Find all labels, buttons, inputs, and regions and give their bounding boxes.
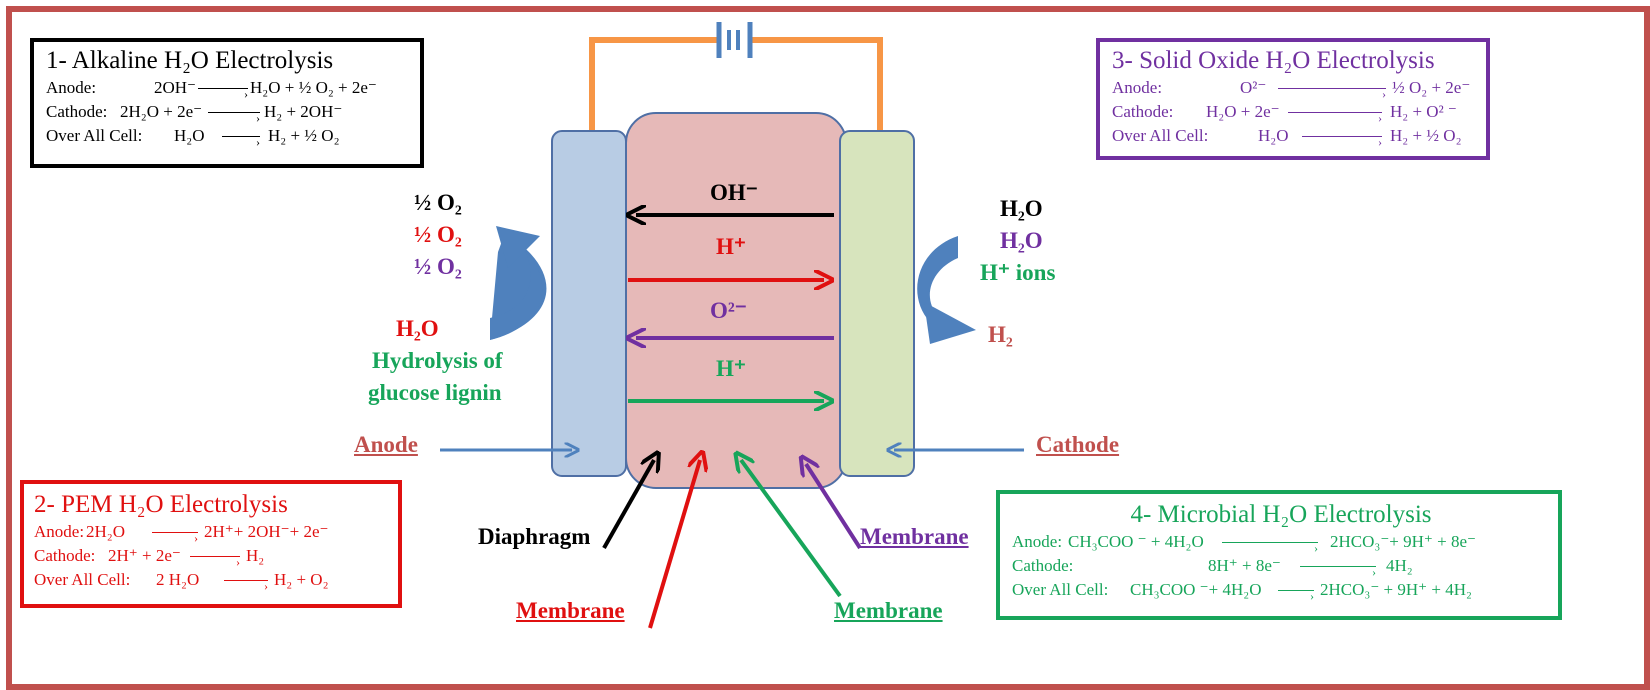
solid-oxide-cathode-rhs: H₂ + O² ⁻ [1390,102,1457,121]
pem-cathode-label: Cathode: [34,546,96,565]
oh-ion-label: OH⁻ [710,180,758,205]
microbial-anode-lhs: CH₃COO ⁻ + 4H₂O [1068,532,1204,551]
solid-oxide-electrolysis-box: 3- Solid Oxide H₂O Electrolysis Anode: O… [1096,38,1490,160]
microbial-anode-label: Anode: [1012,532,1063,551]
membrane-purple-label: Membrane [860,524,969,549]
cathode-electrode [839,130,915,477]
hydrolysis-line2: glucose lignin [368,380,502,405]
microbial-cathode-label: Cathode: [1012,556,1074,575]
diaphragm-pointer-arrow [602,460,654,549]
solid-oxide-overall-row: Over All Cell: H₂O › H₂ + ½ O₂ [1112,126,1462,149]
pem-overall-row: Over All Cell: 2 H₂O › H₂ + O₂ [34,570,329,593]
h-ion-label-red: H⁺ [716,234,747,259]
microbial-overall-row: Over All Cell: CH₃COO ⁻+ 4H₂O › 2HCO₃⁻ +… [1012,580,1472,603]
pem-cathode-row: Cathode: 2H⁺ + 2e⁻ › H₂ [34,546,265,569]
cathode-arrow-head [924,302,976,344]
h2o-feed-black: H₂O [1000,196,1043,221]
pem-title: 2- PEM H₂O Electrolysis [34,491,288,518]
solid-oxide-cathode-row: Cathode: H₂O + 2e⁻ › H₂ + O² ⁻ [1112,102,1457,125]
solid-oxide-cathode-lhs: H₂O + 2e⁻ [1206,102,1280,121]
anode-label: Anode [354,432,418,457]
o2-product-black: ½ O₂ [414,190,462,215]
h2o-feed-purple: H₂O [1000,228,1043,253]
membrane-red-pointer-arrow [648,460,700,629]
microbial-electrolysis-box: 4- Microbial H₂O Electrolysis Anode: CH₃… [996,490,1562,620]
membrane-green-label: Membrane [834,598,943,623]
pem-cathode-rhs: H₂ [246,546,265,565]
alkaline-anode-lhs: 2OH⁻ [154,78,197,97]
solid-oxide-anode-lhs: O²⁻ [1240,78,1267,97]
o2-product-purple: ½ O₂ [414,254,462,279]
h-ion-label-green: H⁺ [716,356,747,381]
membrane-purple-pointer-arrow [806,464,862,550]
pem-anode-row: Anode: 2H₂O › 2H⁺+ 2OH⁻+ 2e⁻ [34,522,329,545]
anode-electrode [551,130,627,477]
alkaline-overall-label: Over All Cell: [46,126,143,145]
microbial-anode-row: Anode: CH₃COO ⁻ + 4H₂O › 2HCO₃⁻+ 9H⁺ + 8… [1012,532,1476,555]
alkaline-electrolysis-box: 1- Alkaline H₂O Electrolysis Anode: 2OH⁻… [30,38,424,168]
h2-product: H₂ [988,322,1013,347]
microbial-title: 4- Microbial H₂O Electrolysis [1130,501,1432,528]
anode-product-curved-arrow-body [490,248,543,340]
anode-arrow-head [496,226,540,268]
pem-overall-lhs: 2 H₂O [156,570,200,589]
alkaline-cathode-label: Cathode: [46,102,108,121]
microbial-overall-rhs: 2HCO₃⁻ + 9H⁺ + 4H₂ [1320,580,1472,599]
hydrolysis-line1: Hydrolysis of [372,348,503,373]
alkaline-overall-rhs: H₂ + ½ O₂ [268,126,340,145]
o2-product-red: ½ O₂ [414,222,462,247]
pem-electrolysis-box: 2- PEM H₂O Electrolysis Anode: 2H₂O › 2H… [20,480,402,608]
microbial-cathode-lhs: 8H⁺ + 8e⁻ [1208,556,1281,575]
h2o-feed-red: H₂O [396,316,439,341]
alkaline-anode-row: Anode: 2OH⁻ › H₂O + ½ O₂ + 2e⁻ [46,78,377,101]
cathode-label: Cathode [1036,432,1120,457]
alkaline-title: 1- Alkaline H₂O Electrolysis [46,47,334,74]
h-ions-feed: H⁺ ions [980,260,1056,285]
membrane-red-label: Membrane [516,598,625,623]
microbial-overall-label: Over All Cell: [1012,580,1109,599]
alkaline-overall-row: Over All Cell: H₂O › H₂ + ½ O₂ [46,126,340,149]
o2-ion-label: O²⁻ [710,298,747,323]
alkaline-anode-rhs: H₂O + ½ O₂ + 2e⁻ [250,78,377,97]
solid-oxide-overall-lhs: H₂O [1258,126,1289,145]
cathode-product-curved-arrow-body [917,236,958,322]
pem-overall-rhs: H₂ + O₂ [274,570,329,589]
membrane-green-pointer-arrow [741,460,842,598]
pem-anode-label: Anode: [34,522,85,541]
external-wire [589,37,883,133]
alkaline-anode-label: Anode: [46,78,97,97]
solid-oxide-overall-rhs: H₂ + ½ O₂ [1390,126,1462,145]
battery-icon [716,22,753,58]
solid-oxide-title: 3- Solid Oxide H₂O Electrolysis [1112,47,1435,74]
solid-oxide-anode-row: Anode: O²⁻ › ½ O₂ + 2e⁻ [1112,78,1471,101]
microbial-cathode-row: Cathode: 8H⁺ + 8e⁻ › 4H₂ [1012,556,1413,579]
microbial-overall-lhs: CH₃COO ⁻+ 4H₂O [1130,580,1262,599]
alkaline-overall-lhs: H₂O [174,126,205,145]
pem-anode-rhs: 2H⁺+ 2OH⁻+ 2e⁻ [204,522,329,541]
pem-cathode-lhs: 2H⁺ + 2e⁻ [108,546,181,565]
solid-oxide-overall-label: Over All Cell: [1112,126,1209,145]
diaphragm-label: Diaphragm [478,524,591,549]
microbial-cathode-rhs: 4H₂ [1386,556,1413,575]
microbial-anode-rhs: 2HCO₃⁻+ 9H⁺ + 8e⁻ [1330,532,1476,551]
solid-oxide-anode-label: Anode: [1112,78,1163,97]
alkaline-cathode-rhs: H₂ + 2OH⁻ [264,102,343,121]
alkaline-cathode-row: Cathode: 2H₂O + 2e⁻ › H₂ + 2OH⁻ [46,102,343,125]
solid-oxide-anode-rhs: ½ O₂ + 2e⁻ [1392,78,1471,97]
solid-oxide-cathode-label: Cathode: [1112,102,1174,121]
pem-anode-lhs: 2H₂O [86,522,125,541]
alkaline-cathode-lhs: 2H₂O + 2e⁻ [120,102,203,121]
pem-overall-label: Over All Cell: [34,570,131,589]
